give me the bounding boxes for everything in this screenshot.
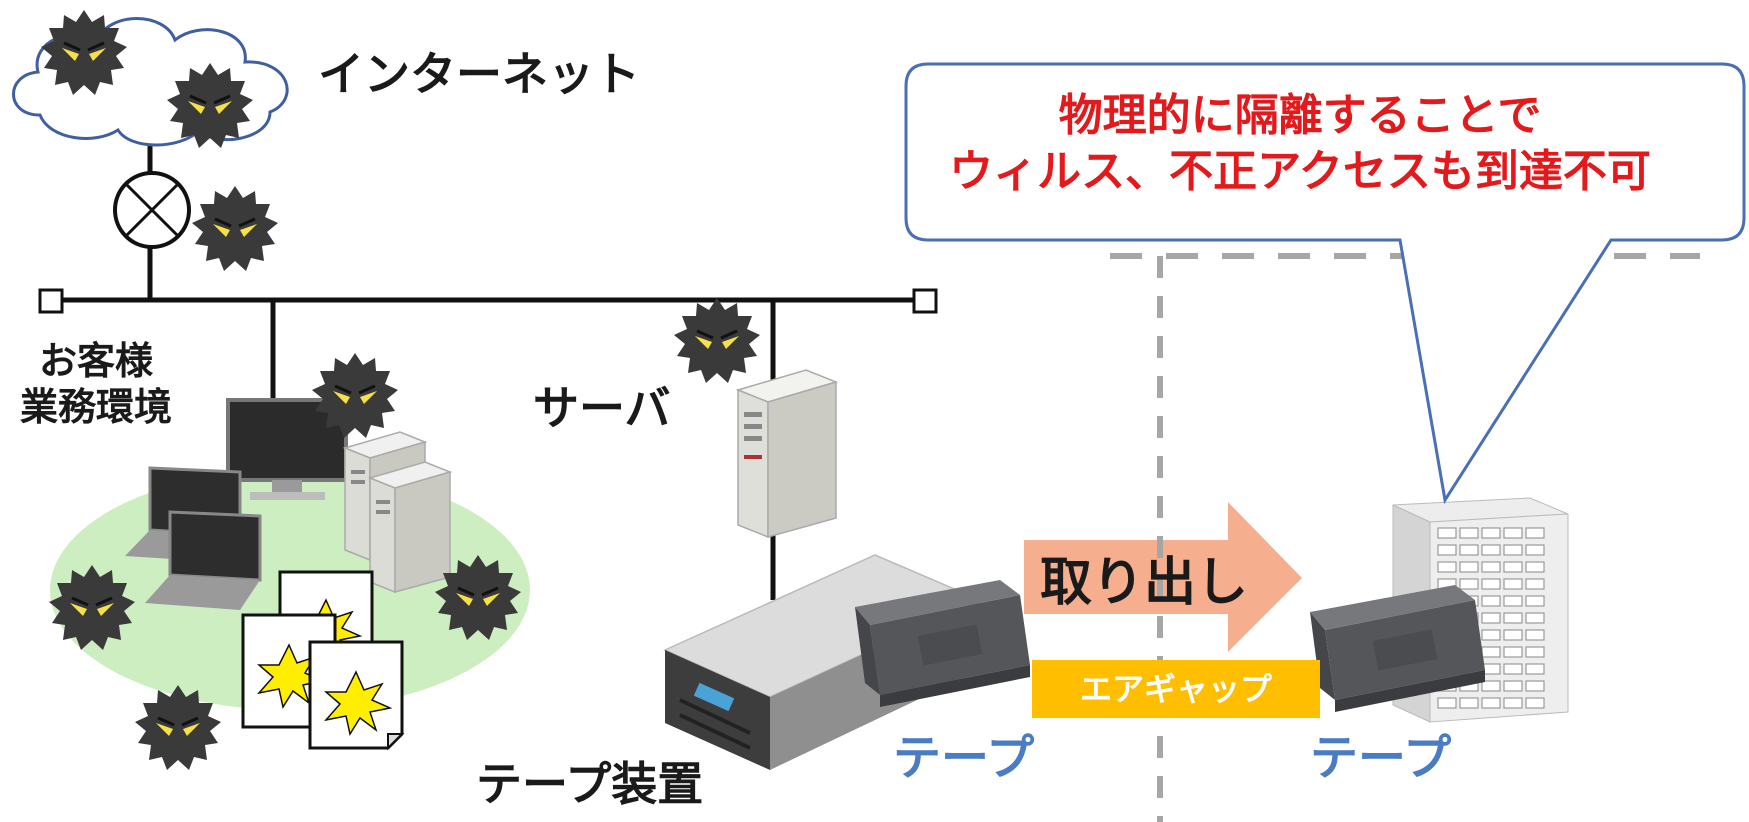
- laptop-icon: [145, 510, 262, 610]
- customer-label-line2: 業務環境: [20, 385, 173, 429]
- callout-bubble: [904, 62, 1746, 505]
- customer-label-line1: お客様: [39, 339, 154, 383]
- callout-line2: ウィルス、不正アクセスも到達不可: [949, 146, 1651, 197]
- network-lines: [38, 130, 938, 600]
- router-icon: [113, 171, 191, 249]
- takeout-label: 取り出し: [1040, 553, 1249, 613]
- server-tower-icon: [735, 369, 839, 539]
- tape-label: テープ: [893, 730, 1035, 786]
- tape-device-label: テープ装置: [476, 757, 704, 811]
- tape-label: テープ: [1310, 730, 1452, 786]
- server-label: サーバ: [533, 381, 671, 435]
- airgap-badge: エアギャップ: [1032, 660, 1320, 718]
- virus-icon: [190, 184, 280, 273]
- infected-document-icon: [308, 640, 405, 751]
- internet-label: インターネット: [318, 47, 640, 101]
- customer-environment-label: お客様 業務環境: [20, 338, 172, 430]
- callout-line1: 物理的に隔離することで: [1058, 90, 1542, 141]
- monitor-icon: [226, 398, 348, 500]
- callout-text: 物理的に隔離することで ウィルス、不正アクセスも到達不可: [910, 88, 1690, 200]
- virus-icon: [672, 296, 762, 385]
- server-tower-icon: [367, 461, 453, 594]
